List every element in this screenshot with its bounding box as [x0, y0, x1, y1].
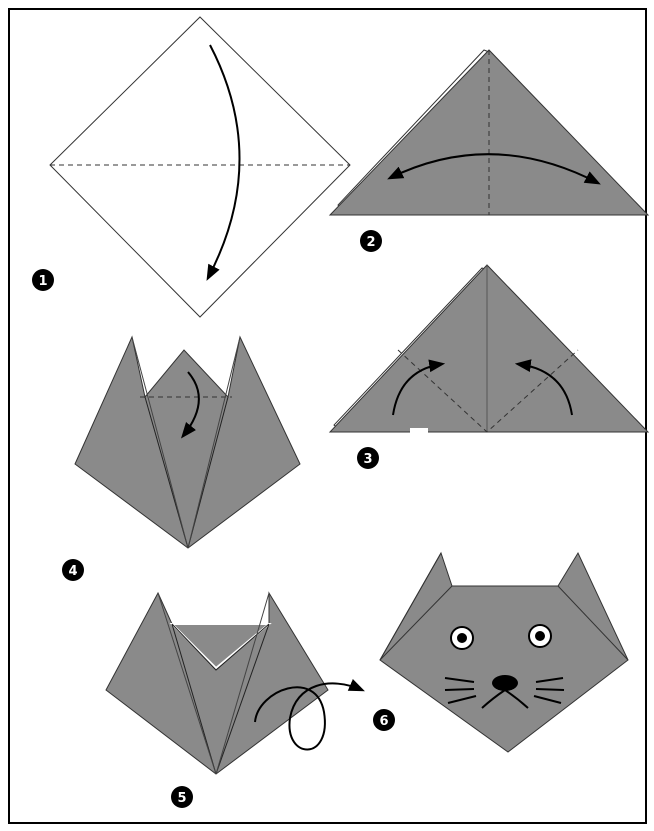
fold-up-arrow-right — [514, 359, 573, 416]
svg-text:2: 2 — [366, 235, 375, 250]
step-6-figure — [379, 551, 629, 753]
cat-base-shape — [105, 591, 329, 775]
fold-tip-down-arrow — [180, 371, 200, 439]
step-number-4: 4 — [62, 559, 84, 581]
svg-text:5: 5 — [177, 791, 186, 806]
cat-base-shape — [74, 335, 301, 549]
step-number-1: 1 — [32, 269, 54, 291]
step-number-6: 6 — [373, 709, 395, 731]
svg-text:6: 6 — [379, 714, 388, 729]
right-eye — [528, 624, 552, 648]
paper-square — [49, 16, 351, 318]
left-eye — [450, 626, 474, 650]
cat-mouth — [481, 688, 529, 709]
svg-text:1: 1 — [38, 274, 47, 289]
step-number-3: 3 — [357, 447, 379, 469]
step-number-5: 5 — [171, 786, 193, 808]
step-3-figure — [328, 264, 650, 434]
step-4-figure — [74, 335, 301, 549]
svg-text:3: 3 — [363, 452, 372, 467]
cat-head — [379, 551, 629, 753]
fold-down-arrow — [206, 44, 241, 281]
fold-lines-corners — [397, 349, 579, 433]
svg-text:4: 4 — [68, 564, 77, 579]
diagram-frame — [8, 8, 647, 824]
cat-nose — [492, 675, 518, 691]
fold-up-arrow-left — [392, 359, 446, 416]
triangle-paper — [328, 264, 650, 433]
step-1-figure — [49, 16, 351, 318]
step-number-2: 2 — [360, 230, 382, 252]
crease-double-arrow — [387, 153, 601, 185]
turn-over-arrow — [254, 679, 365, 751]
folded-tip — [169, 623, 272, 670]
step-5-figure — [105, 591, 365, 775]
step-2-figure — [328, 49, 650, 216]
whiskers — [444, 677, 565, 704]
